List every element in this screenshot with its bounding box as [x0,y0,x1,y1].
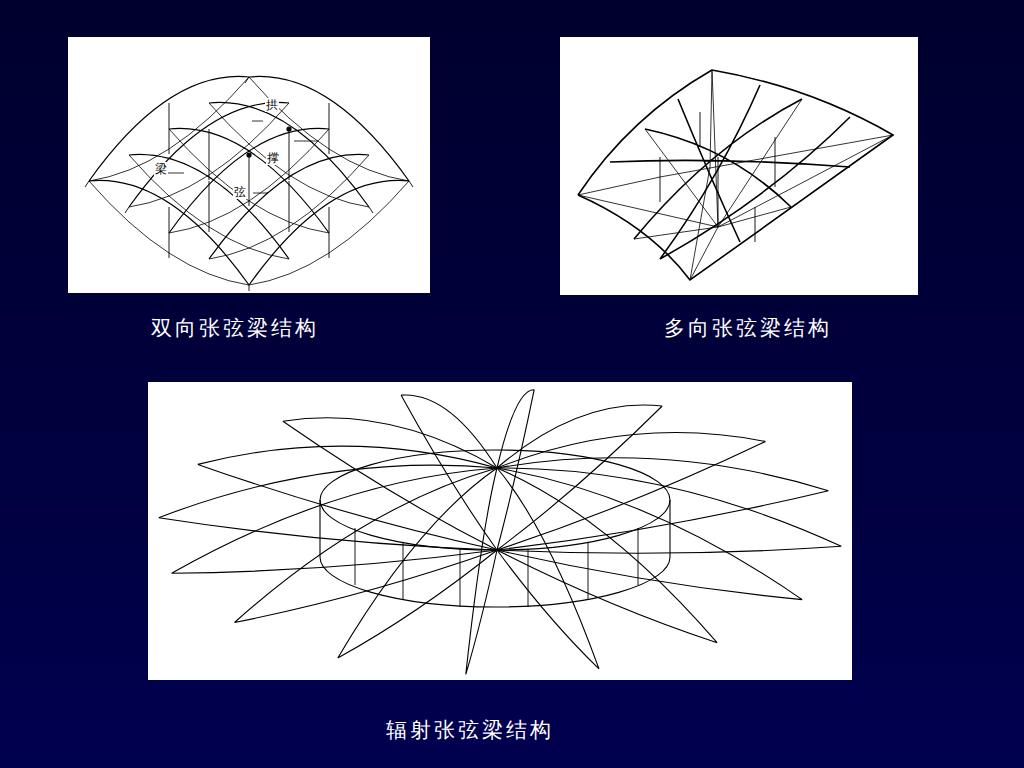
radial-beam [497,468,841,553]
radial-beam-drawing [148,382,852,680]
part-label: 弦 [233,185,247,199]
radial-beam [497,468,717,643]
figure-caption: 多向张弦梁结构 [664,315,832,341]
figure-caption: 辐射张弦梁结构 [386,717,554,743]
radial-beam [497,405,662,550]
figure-panel [148,382,852,680]
radial-beam [338,468,497,658]
part-label: 撑 [266,151,280,165]
part-label: 梁 [154,162,168,176]
part-label: 拱 [265,98,279,112]
radial-beam [172,468,497,573]
radial-beam [198,446,497,550]
figure-caption: 双向张弦梁结构 [151,315,319,341]
radial-beam [497,433,766,550]
radial-beam [497,468,599,669]
multidirectional-beam-drawing [560,37,918,295]
radial-beam [401,395,497,550]
figure-panel: 拱撑梁弦 [68,37,430,293]
bidirectional-beam-drawing [68,37,430,293]
radial-beam [159,465,497,550]
radial-beam [283,418,497,550]
figure-panel [560,37,918,295]
radial-beam [497,458,828,550]
